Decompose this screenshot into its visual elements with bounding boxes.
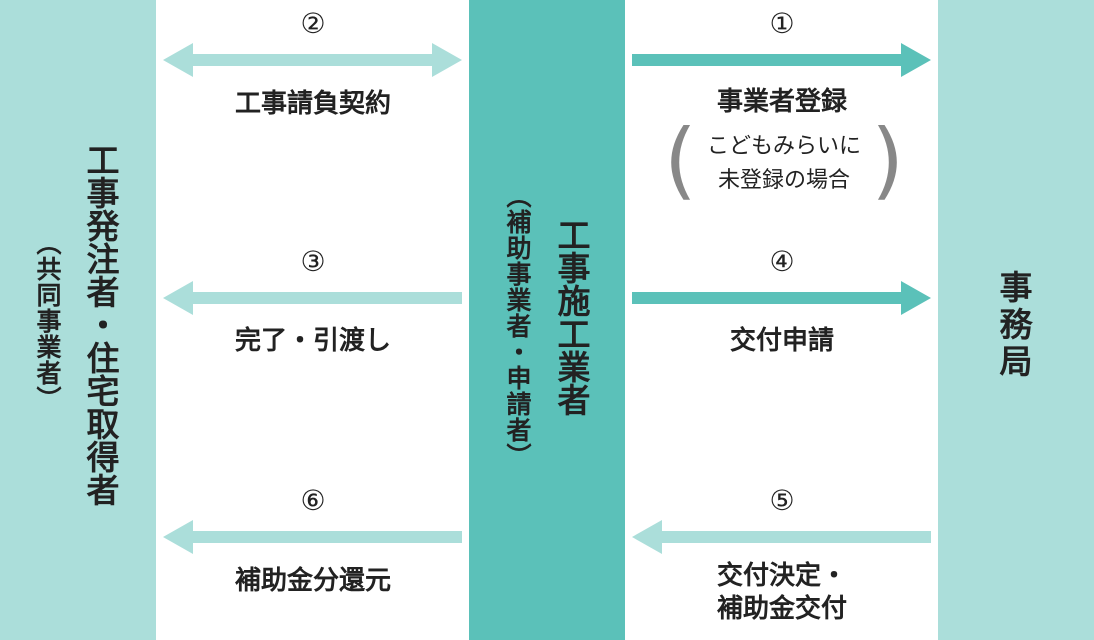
flow-arrow-step-⑥ <box>163 520 462 554</box>
party-column-secretariat <box>938 0 1094 640</box>
contractor-title: 工事施工業者 <box>552 218 591 416</box>
flow-arrow-step-① <box>632 43 931 77</box>
flow-arrow-step-③ <box>163 281 462 315</box>
step-label: 補助金分還元 <box>234 566 392 596</box>
note-bracket-right: ) <box>871 111 904 209</box>
note-line: こどもみらいに <box>706 134 861 159</box>
step-label-line: 交付決定・ <box>716 561 848 591</box>
secretariat-title: 事務局 <box>994 270 1033 381</box>
step-number: ① <box>769 7 795 40</box>
step-label: 交付申請 <box>729 326 835 356</box>
step-number: ② <box>300 7 326 40</box>
step-number: ⑥ <box>300 484 326 517</box>
flow-arrow-step-② <box>163 43 462 77</box>
flow-arrow-step-④ <box>632 281 931 315</box>
party-column-contractor <box>469 0 625 640</box>
owner-title: 工事発注者・住宅取得者 <box>81 143 120 506</box>
step-label: 完了・引渡し <box>234 326 392 356</box>
owner-subtitle: （共同事業者） <box>33 230 62 412</box>
unregistered-note: ( ) こどもみらいに 未登録の場合 <box>664 118 904 208</box>
party-column-owner <box>0 0 156 640</box>
contractor-subtitle: （補助事業者・申請者） <box>503 183 532 469</box>
step-label-line: 補助金交付 <box>716 593 848 624</box>
flow-arrow-step-⑤ <box>632 520 931 554</box>
step-number: ④ <box>769 245 795 278</box>
step-number: ⑤ <box>769 484 795 517</box>
step-number: ③ <box>300 245 326 278</box>
note-line: 未登録の場合 <box>717 168 850 193</box>
note-bracket-left: ( <box>664 111 697 209</box>
note-text: こどもみらいに 未登録の場合 <box>678 130 890 198</box>
step-label: 交付決定・ 補助金交付 <box>717 560 847 625</box>
step-label: 事業者登録 <box>716 87 848 117</box>
step-label: 工事請負契約 <box>234 89 392 119</box>
